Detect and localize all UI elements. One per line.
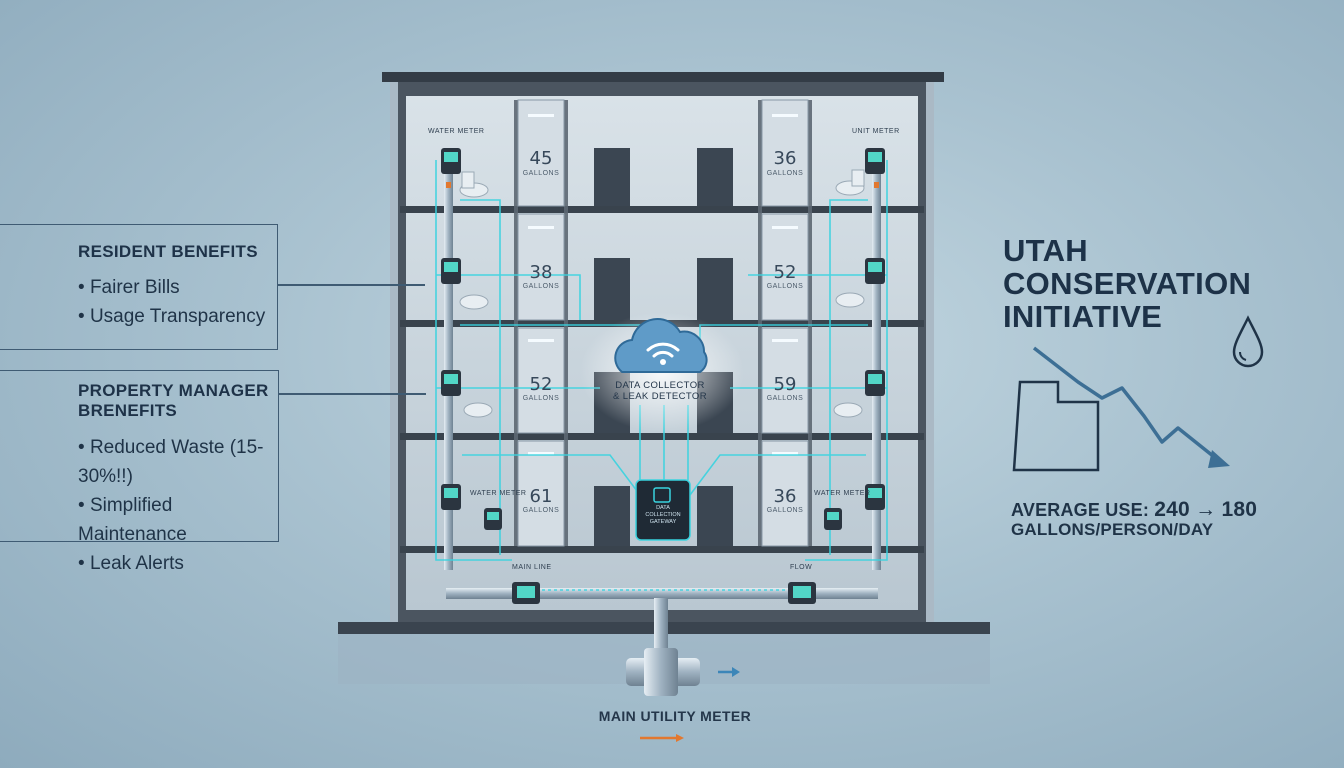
list-item: Simplified Maintenance [78, 491, 278, 549]
initiative-title: UTAH CONSERVATION INITIATIVE [1003, 234, 1251, 333]
pipe-label: FLOW [790, 564, 813, 571]
meter-label: UNIT METER [852, 128, 900, 135]
pipe-label: MAIN LINE [512, 564, 552, 571]
unit-reading-unit: GALLONS [766, 170, 804, 177]
title-line: UTAH [1003, 233, 1088, 268]
unit-reading-value: 36 [773, 148, 797, 169]
data-gateway-hub [635, 479, 691, 541]
title-line: INITIATIVE [1003, 299, 1163, 334]
manager-leader-line [278, 393, 426, 395]
unit-reading-unit: GALLONS [522, 507, 560, 514]
manager-benefits-panel: PROPERTY MANAGER BRENEFITS Reduced Waste… [0, 370, 279, 574]
list-item: Usage Transparency [78, 302, 265, 331]
resident-benefits-title: RESIDENT BENEFITS [78, 242, 258, 261]
resident-leader-line [277, 284, 425, 286]
list-item: Leak Alerts [78, 549, 278, 578]
cloud-wifi-icon [614, 318, 708, 373]
unit-reading-panels [517, 99, 809, 547]
unit-reading-unit: GALLONS [766, 395, 804, 402]
average-use-to: 180 [1221, 498, 1258, 521]
title-line: CONSERVATION [1003, 266, 1252, 301]
resident-benefits-panel: RESIDENT BENEFITS Fairer Bills Usage Tra… [0, 224, 278, 350]
average-use-line: AVERAGE USE: 240 → 180 [1011, 498, 1257, 522]
resident-benefits-list: Fairer Bills Usage Transparency [78, 273, 265, 331]
right-riser-pipe [872, 150, 881, 570]
average-use-prefix: AVERAGE USE: [1011, 500, 1150, 520]
data-collector-label: DATA COLLECTOR & LEAK DETECTOR [590, 380, 730, 402]
hub-line-3: GATEWAY [649, 519, 677, 525]
unit-reading-value: 38 [529, 262, 553, 283]
arrow-right-icon: → [1195, 498, 1217, 521]
unit-reading-unit: GALLONS [766, 507, 804, 514]
unit-reading-value: 45 [529, 148, 553, 169]
unit-reading-value: 59 [773, 374, 797, 395]
roof [382, 72, 944, 82]
manager-benefits-title: PROPERTY MANAGER BRENEFITS [78, 381, 269, 421]
list-item: Reduced Waste (15-30%!!) [78, 433, 278, 491]
orange-arrow-icon [640, 734, 684, 742]
meter-label: WATER METER [814, 490, 871, 497]
left-riser-pipe [444, 150, 453, 570]
hub-label: DATA COLLECTION GATEWAY [636, 505, 690, 526]
main-horizontal-pipe [446, 588, 878, 599]
meter-label: WATER METER [470, 490, 527, 497]
hub-line-1: DATA [656, 505, 670, 511]
wall-meters [441, 148, 885, 604]
unit-reading-unit: GALLONS [522, 170, 560, 177]
collector-line-1: DATA COLLECTOR [615, 380, 705, 391]
unit-reading-value: 52 [529, 374, 553, 395]
unit-reading-unit: GALLONS [522, 395, 560, 402]
downward-trend-icon [1032, 346, 1230, 468]
main-utility-meter-label: MAIN UTILITY METER [598, 708, 752, 724]
unit-reading-value: 52 [773, 262, 797, 283]
water-drop-icon [1232, 315, 1264, 368]
manager-benefits-list: Reduced Waste (15-30%!!) Simplified Main… [78, 433, 278, 578]
list-item: Fairer Bills [78, 273, 265, 302]
flow-arrow-icon [718, 667, 740, 677]
average-use-from: 240 [1154, 498, 1190, 521]
unit-reading-value: 61 [529, 486, 553, 507]
unit-reading-unit: GALLONS [522, 283, 560, 290]
utah-map-icon [1012, 380, 1100, 472]
unit-reading-unit: GALLONS [766, 283, 804, 290]
meter-label: WATER METER [428, 128, 485, 135]
collector-line-2: & LEAK DETECTOR [613, 391, 707, 402]
average-use-unit: GALLONS/PERSON/DAY [1011, 520, 1214, 539]
main-supply-pipe [654, 598, 668, 658]
unit-reading-value: 36 [773, 486, 797, 507]
hub-line-2: COLLECTION [645, 512, 681, 518]
